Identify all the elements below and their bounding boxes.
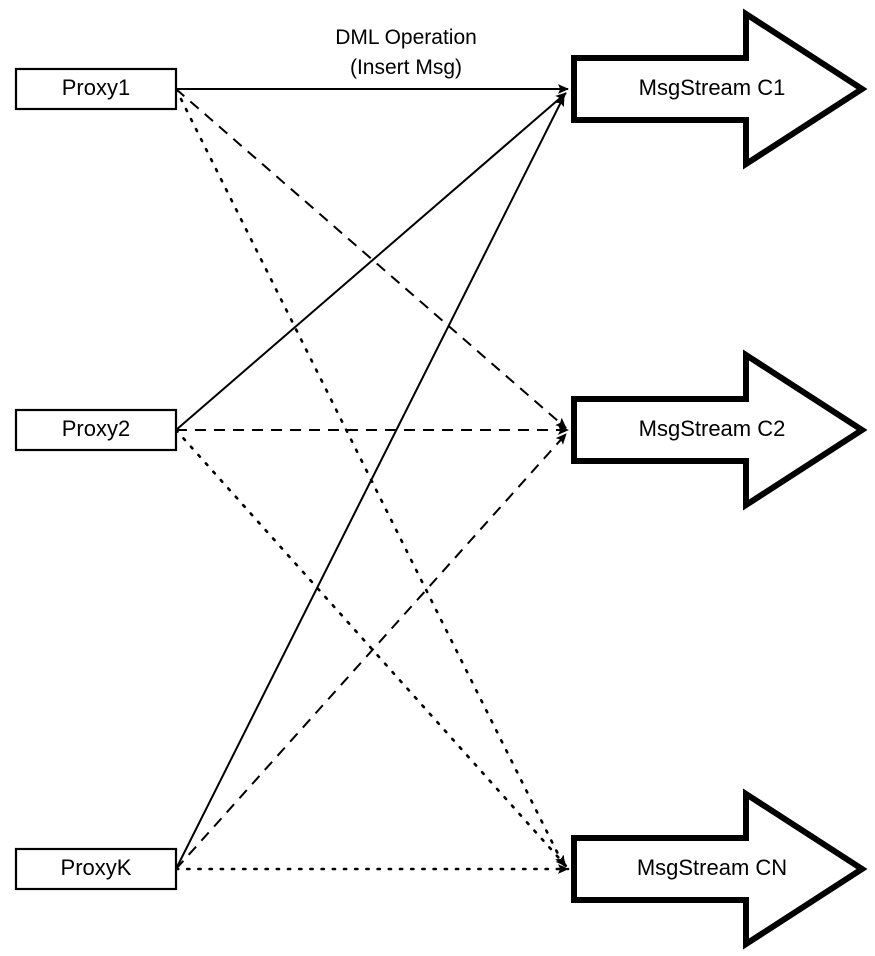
proxy1-label: Proxy1 xyxy=(62,75,130,100)
dml-operation-line1: DML Operation xyxy=(335,26,477,49)
edge-proxyk-to-msgstream-c1 xyxy=(175,95,565,870)
msgstream-layer: MsgStream C1 MsgStream C2 MsgStream CN xyxy=(571,8,868,950)
msgstream-cn-label: MsgStream CN xyxy=(637,855,787,880)
node-proxy1[interactable]: Proxy1 xyxy=(14,67,178,111)
proxyk-label: ProxyK xyxy=(61,855,132,880)
edge-proxyk-to-msgstream-c2 xyxy=(175,433,567,870)
proxy-layer: Proxy1 Proxy2 ProxyK xyxy=(14,67,178,891)
msgstream-c2-label: MsgStream C2 xyxy=(639,416,786,441)
node-msgstream-c1[interactable]: MsgStream C1 xyxy=(571,8,868,170)
msgstream-c1-label: MsgStream C1 xyxy=(639,75,786,100)
proxyk-box[interactable] xyxy=(14,847,178,891)
node-msgstream-c2[interactable]: MsgStream C2 xyxy=(571,349,868,511)
dml-operation-annotation: DML Operation (Insert Msg) xyxy=(335,26,477,79)
edge-proxy1-to-msgstream-cn xyxy=(174,87,566,868)
node-proxy2[interactable]: Proxy2 xyxy=(14,408,178,452)
edge-proxy2-to-msgstream-c1 xyxy=(175,92,567,431)
dml-operation-line2: (Insert Msg) xyxy=(350,56,462,79)
edge-proxy1-to-msgstream-c2 xyxy=(175,88,567,429)
node-msgstream-cn[interactable]: MsgStream CN xyxy=(571,788,868,950)
proxy2-box[interactable] xyxy=(14,408,178,452)
edge-proxy2-to-msgstream-cn xyxy=(174,428,568,868)
msgstream-c2-block-arrow-icon[interactable] xyxy=(571,349,868,511)
proxy1-box[interactable] xyxy=(14,67,178,111)
msgstream-c1-block-arrow-icon[interactable] xyxy=(571,8,868,170)
proxy2-label: Proxy2 xyxy=(62,416,130,441)
node-proxyk[interactable]: ProxyK xyxy=(14,847,178,891)
msgstream-cn-block-arrow-icon[interactable] xyxy=(571,788,868,950)
edge-layer xyxy=(174,84,570,874)
